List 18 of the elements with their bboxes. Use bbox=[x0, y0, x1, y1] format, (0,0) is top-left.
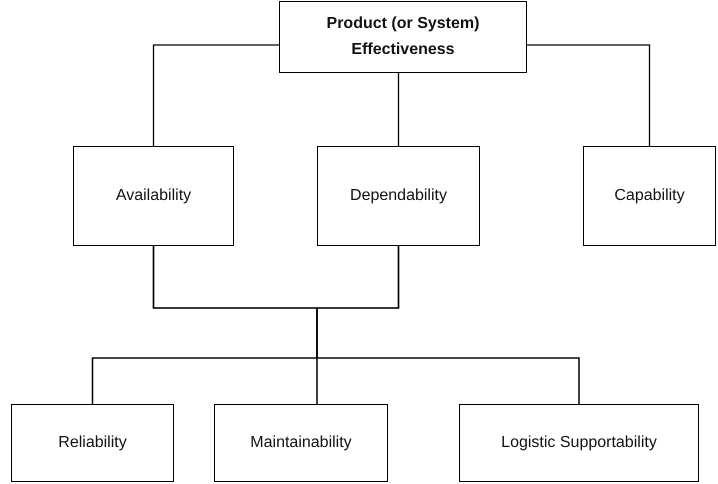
process-box bbox=[73, 146, 234, 246]
connector-line bbox=[152, 44, 279, 146]
process-box bbox=[317, 146, 480, 246]
box-label: Maintainability bbox=[250, 433, 352, 453]
process-box bbox=[583, 146, 716, 246]
box-label: Capability bbox=[614, 186, 685, 206]
connector-line bbox=[527, 44, 650, 146]
box-label: Reliability bbox=[58, 433, 127, 453]
box-label: Availability bbox=[116, 186, 192, 206]
box-label: Logistic Supportability bbox=[501, 433, 657, 453]
process-box bbox=[11, 404, 174, 482]
process-box bbox=[459, 404, 699, 482]
process-box bbox=[214, 404, 388, 482]
connector-line bbox=[398, 73, 400, 146]
box-label: Dependability bbox=[350, 186, 447, 206]
connector-line bbox=[316, 246, 580, 404]
box-label: Product (or System) Effectiveness bbox=[326, 14, 480, 60]
process-box bbox=[279, 1, 527, 73]
